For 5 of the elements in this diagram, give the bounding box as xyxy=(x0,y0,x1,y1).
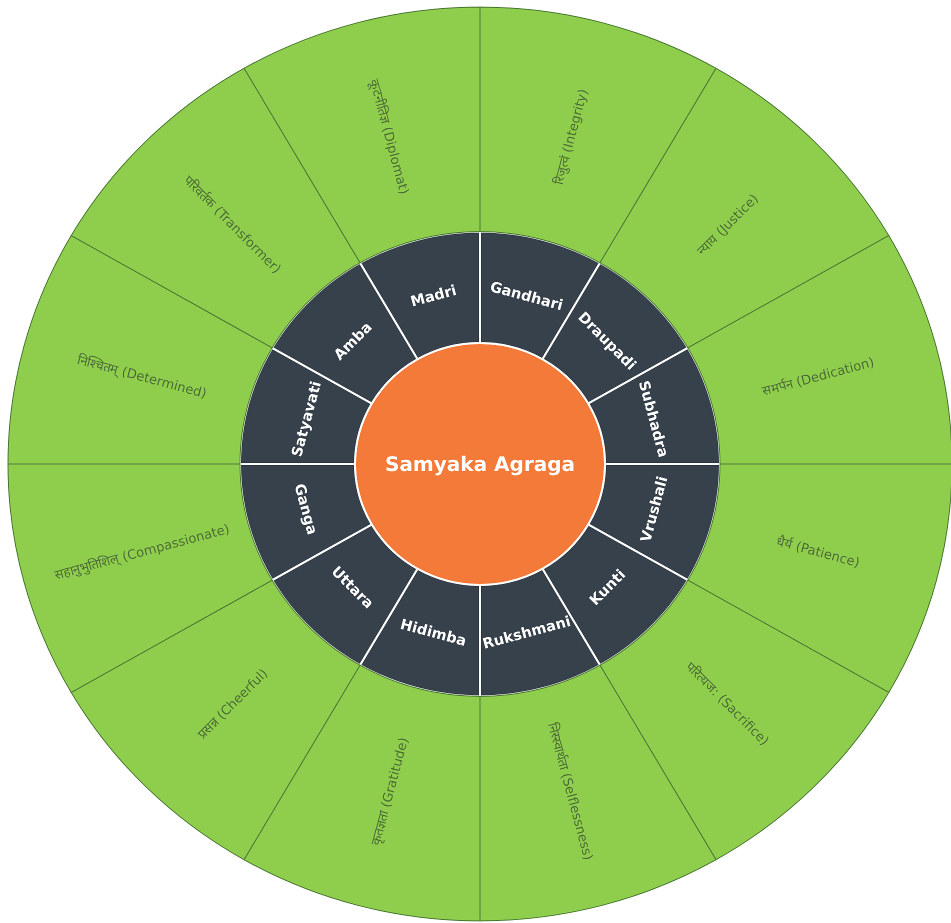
outer-ring-segment xyxy=(687,235,951,464)
center-label: Samyaka Agraga xyxy=(385,452,575,476)
name-label: Ganga xyxy=(290,482,320,537)
name-label: Madri xyxy=(409,282,458,310)
outer-ring-segment xyxy=(480,6,716,264)
